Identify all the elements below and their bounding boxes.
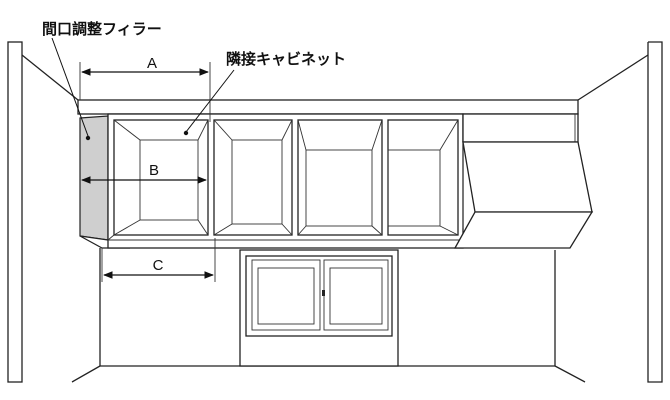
filler-label: 間口調整フィラー xyxy=(42,20,162,38)
adjacent-cabinet-callout: 隣接キャビネット xyxy=(183,50,346,136)
window xyxy=(239,249,399,367)
filler-callout: 間口調整フィラー xyxy=(42,20,162,141)
dimension-b-label: B xyxy=(149,162,159,179)
cabinet-2 xyxy=(213,119,293,236)
dimension-c-label: C xyxy=(153,257,164,274)
dimension-c: C xyxy=(101,238,216,282)
room-outline xyxy=(7,41,663,383)
ceiling-board xyxy=(77,99,579,115)
dimension-b: B xyxy=(81,162,207,184)
cabinet-4 xyxy=(387,119,459,236)
adjacent-cabinet-label: 隣接キャビネット xyxy=(226,50,346,68)
range-hood xyxy=(453,113,594,249)
dimension-a-label: A xyxy=(147,55,157,72)
cabinet-3 xyxy=(297,119,383,236)
dimension-a: A xyxy=(79,55,211,122)
